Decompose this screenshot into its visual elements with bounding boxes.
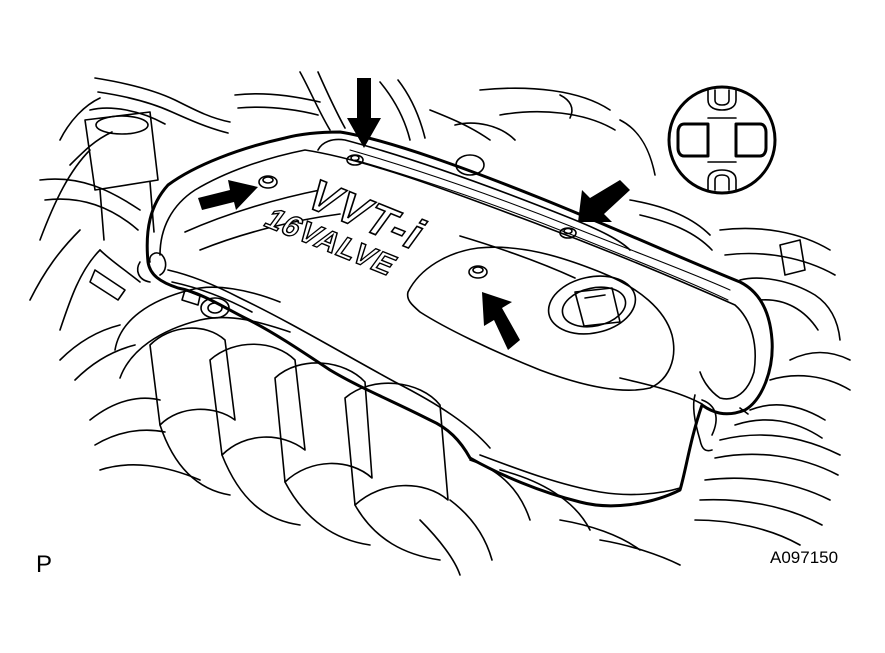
arrow-icon [198,180,258,210]
arrow-icon [482,292,520,350]
arrow-icon [578,180,630,222]
arrow-icon [347,78,381,148]
pointer-arrows [198,78,630,350]
cover-clip-3 [468,265,488,279]
cover-clip-1 [258,175,278,189]
intake-manifold [89,286,449,561]
view-label: P [36,551,53,578]
cover-clip-4 [559,227,577,239]
cover-clip-2 [346,154,364,166]
figure-id: A097150 [770,548,839,567]
engine-bay-background [29,71,851,576]
clip-detail-icon [667,85,777,195]
